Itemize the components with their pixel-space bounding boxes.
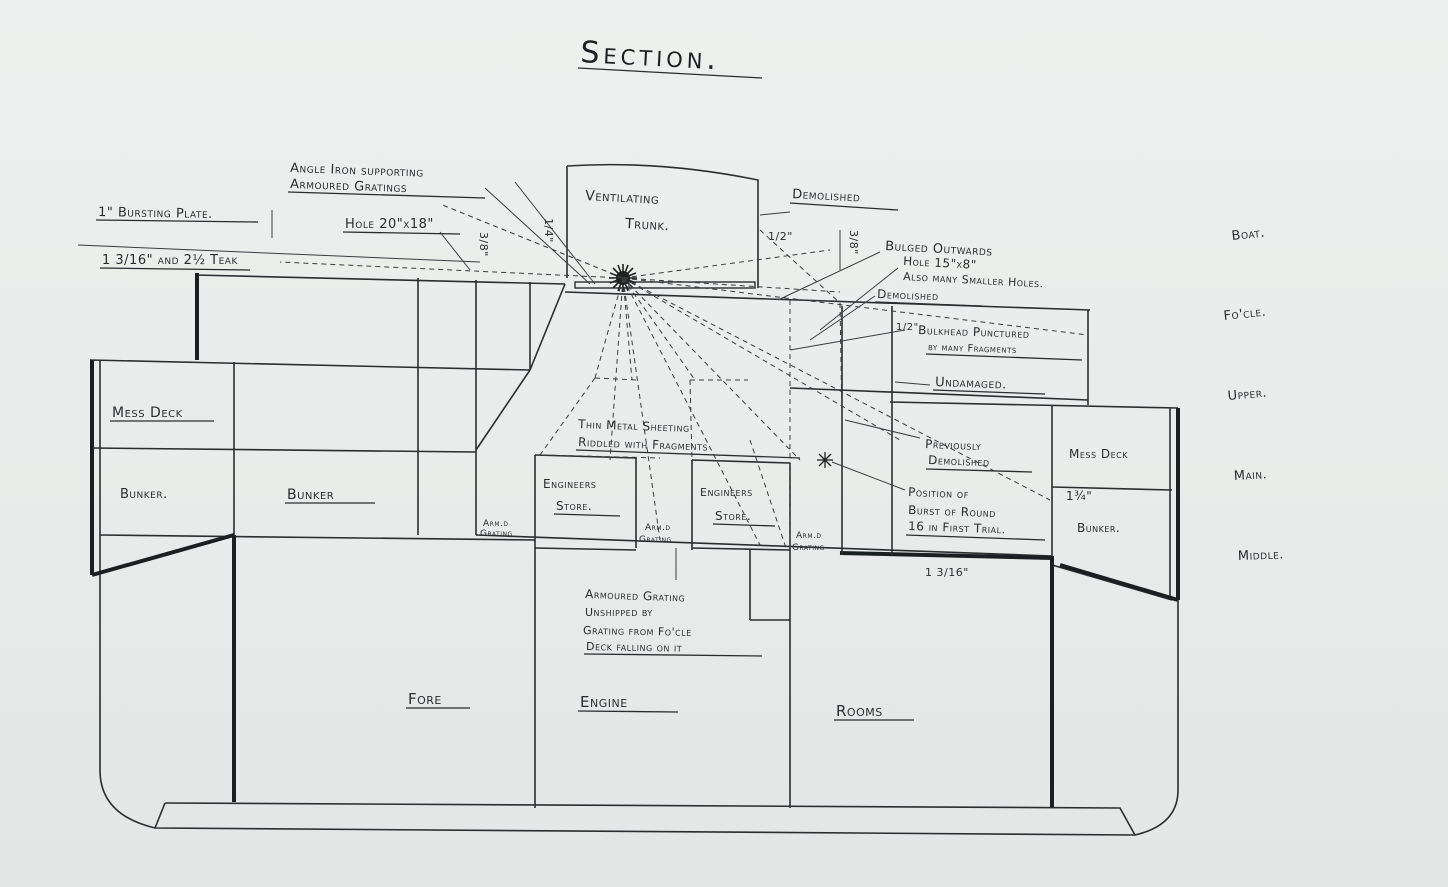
engine-label: Engine xyxy=(580,693,628,711)
thin-metal-label-2: Riddled with Fragments xyxy=(578,435,708,454)
title-underline xyxy=(577,67,763,79)
second-burst-icon xyxy=(817,452,833,468)
angle-iron-label-1: Angle Iron supporting xyxy=(290,161,424,181)
armoured-grating-label-1: Armoured Grating xyxy=(585,587,686,604)
annotation-labels: 1" Bursting Plate. 1 3/16" and 2½ Teak A… xyxy=(95,161,1092,657)
smaller-holes-label: Also many Smaller Holes. xyxy=(903,270,1044,290)
fore-label: Fore xyxy=(408,690,442,708)
three-eighths-label-1: 3/8" xyxy=(477,232,490,257)
bunker-center-label: Bunker xyxy=(287,487,334,503)
armoured-grating-label-2: Unshipped by xyxy=(585,606,653,619)
deck-main-label: Main. xyxy=(1233,467,1267,484)
previously-label-1: Previously xyxy=(925,437,982,453)
mess-deck-left-label: Mess Deck xyxy=(112,405,183,421)
angle-iron-label-2: Armoured Gratings xyxy=(290,177,408,196)
bursting-plate-label: 1" Bursting Plate. xyxy=(98,205,213,222)
deck-middle-label: Middle. xyxy=(1238,547,1285,564)
hole-15x8-label: Hole 15"x8" xyxy=(903,254,977,272)
three-quarter-label: 1¾" xyxy=(1066,489,1092,503)
bulged-outwards-label: Bulged Outwards xyxy=(885,239,993,260)
hull-structure xyxy=(89,273,1180,836)
compartment-labels: Mess Deck Bunker. Bunker Arm.d Grating A… xyxy=(110,405,1128,721)
armoured-grating-label-3: Grating from Fo'cle xyxy=(583,624,692,639)
thin-metal-label-1: Thin Metal Sheeting xyxy=(577,417,690,435)
demolished-label-2: Demolished xyxy=(877,287,939,303)
bulkhead-label-2: by many Fragments xyxy=(928,342,1017,356)
deck-labels: Boat. Fo'cle. Upper. Main. Middle. xyxy=(1223,226,1284,564)
trunk-label: Trunk. xyxy=(624,216,670,234)
engineers-store-1-label-a: Engineers xyxy=(543,477,596,491)
arm-grating-3-label-a: Arm.d xyxy=(796,531,821,541)
ventilating-label: Ventilating xyxy=(585,188,660,208)
engineers-store-2-label-a: Engineers xyxy=(700,486,753,499)
engineers-store-1-label-b: Store. xyxy=(556,499,592,513)
leader-lines xyxy=(77,181,931,580)
rooms-label: Rooms xyxy=(836,702,883,720)
quarter-label: 1/4" xyxy=(542,218,555,243)
demolished-label-1: Demolished xyxy=(792,187,861,206)
ventilating-trunk xyxy=(566,163,759,289)
previously-label-2: Demolished xyxy=(928,453,990,469)
arm-grating-1-label-a: Arm.d xyxy=(483,519,508,529)
undamaged-label: Undamaged. xyxy=(935,375,1007,392)
diagram-title: Section. xyxy=(580,35,721,77)
bunker-left-label: Bunker. xyxy=(120,487,168,502)
arm-grating-2-label-a: Arm.d xyxy=(645,523,670,533)
arm-grating-1-label-b: Grating xyxy=(480,529,513,539)
fragment-trajectories xyxy=(279,203,1089,549)
arm-grating-2-label-b: Grating xyxy=(639,535,672,545)
three-eighths-label-2: 3/8" xyxy=(847,230,860,255)
position-label-1: Position of xyxy=(908,485,969,501)
position-label-2: Burst of Round xyxy=(908,503,996,520)
deck-focle-label: Fo'cle. xyxy=(1223,305,1267,324)
armoured-grating-label-4: Deck falling on it xyxy=(586,640,682,655)
hole-20x18-label: Hole 20"x18" xyxy=(345,217,434,232)
mess-deck-right-label: Mess Deck xyxy=(1069,447,1128,461)
half-inch-label: 1/2" xyxy=(768,230,793,243)
position-label-3: 16 in First Trial. xyxy=(908,519,1006,536)
bunker-right-label: Bunker. xyxy=(1077,521,1120,535)
deck-upper-label: Upper. xyxy=(1227,386,1268,404)
teak-label: 1 3/16" and 2½ Teak xyxy=(102,253,238,268)
arm-grating-3-label-b: Grating xyxy=(792,543,825,553)
engineers-store-2-label-b: Store. xyxy=(715,509,751,523)
one-three-sixteenths-label: 1 3/16" xyxy=(925,566,969,579)
half-inch-label-2: 1/2" xyxy=(896,322,919,333)
deck-boat-label: Boat. xyxy=(1231,226,1266,244)
bulkhead-label-1: Bulkhead Punctured xyxy=(918,323,1030,341)
